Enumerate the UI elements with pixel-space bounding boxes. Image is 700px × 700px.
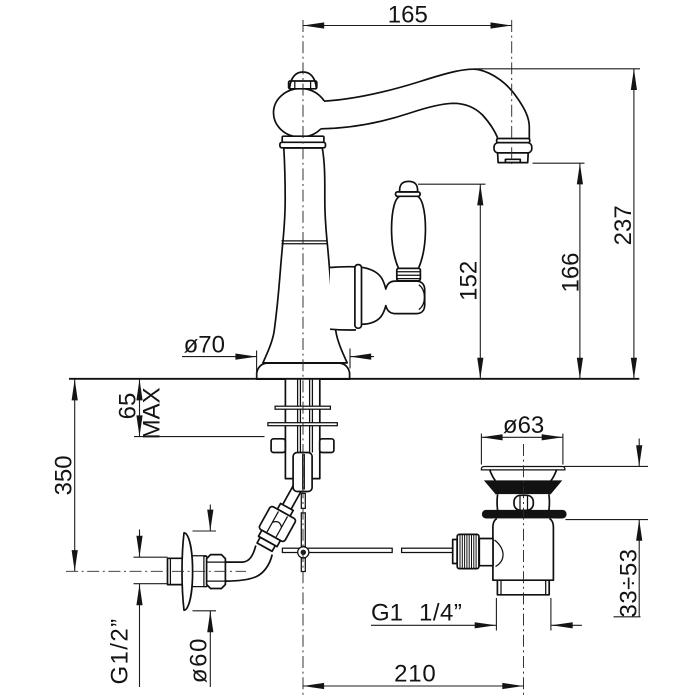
svg-text:33÷53: 33÷53 bbox=[616, 548, 643, 617]
svg-text:ø70: ø70 bbox=[184, 332, 225, 359]
svg-text:65: 65 bbox=[115, 393, 142, 420]
svg-text:1/4”: 1/4” bbox=[419, 600, 462, 627]
svg-text:G1/2”: G1/2” bbox=[107, 617, 134, 684]
svg-text:MAX: MAX bbox=[139, 387, 166, 439]
svg-text:166: 166 bbox=[558, 252, 585, 292]
svg-text:G1: G1 bbox=[371, 600, 403, 627]
svg-text:210: 210 bbox=[394, 661, 436, 688]
svg-text:237: 237 bbox=[610, 205, 637, 245]
svg-text:165: 165 bbox=[388, 2, 428, 29]
svg-text:ø60: ø60 bbox=[186, 637, 213, 683]
svg-text:350: 350 bbox=[51, 455, 78, 495]
svg-text:152: 152 bbox=[456, 261, 483, 301]
svg-text:ø63: ø63 bbox=[503, 412, 544, 439]
